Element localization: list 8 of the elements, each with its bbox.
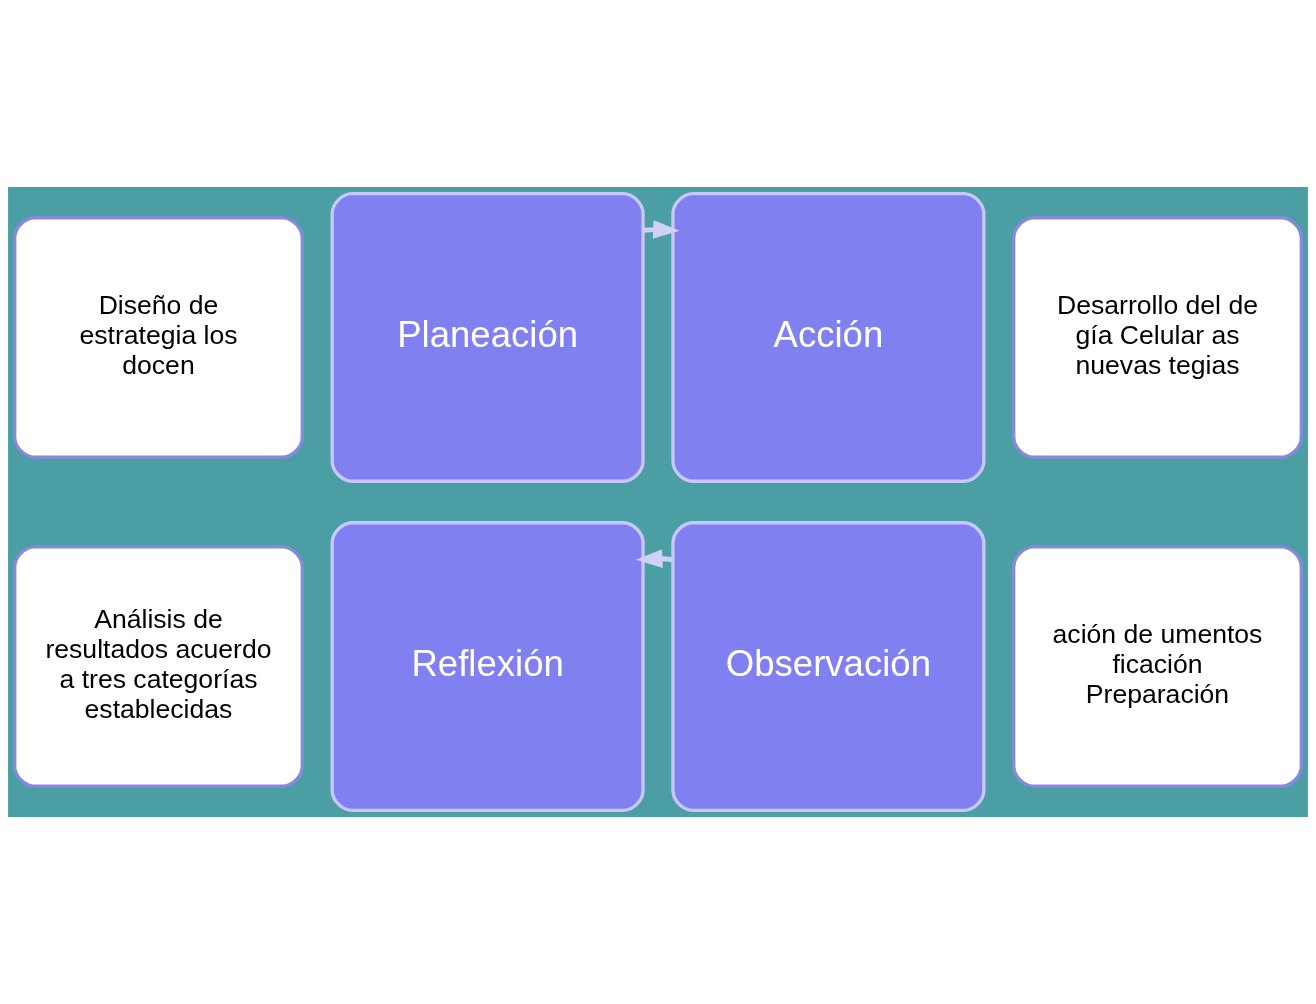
node-box: ación de umentos ficación Preparación [1012,545,1303,788]
node-box: Observación [671,521,986,812]
node-box: Acción [671,192,986,483]
node-box: Planeación [330,192,645,483]
node-box: Reflexión [330,521,645,812]
node-box: Análisis de resultados acuerdo a tres categorías establecidas [13,545,304,788]
node-box: Desarrollo del de gía Celular as nuevas tegias [1012,216,1303,459]
node-box: Diseño de estrategia los docen [13,216,304,459]
